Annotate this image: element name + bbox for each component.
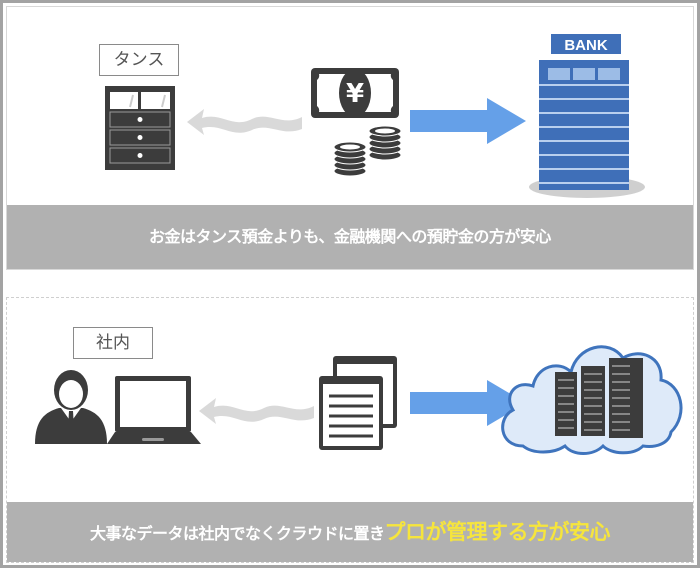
documents-icon — [319, 356, 397, 450]
svg-text:¥: ¥ — [346, 79, 364, 109]
chest-of-drawers-icon — [105, 86, 175, 170]
label-tansu: タンス — [99, 44, 179, 76]
bank-sign: BANK — [564, 37, 607, 54]
laptop-icon — [107, 376, 201, 444]
arrow-right-icon — [410, 380, 526, 426]
arrow-right-icon — [410, 98, 526, 144]
coin-stacks-icon — [333, 125, 402, 177]
wavy-arrow-left-icon — [187, 109, 302, 135]
wavy-arrow-left-icon — [199, 398, 314, 424]
label-shanai: 社内 — [73, 327, 153, 359]
bank-building-icon: BANK — [529, 34, 645, 198]
panel-data-storage: 社内 — [6, 297, 694, 563]
businessman-icon — [35, 370, 107, 444]
caption-data-storage: 大事なデータは社内でなくクラウドに置きプロが管理する方が安心 — [7, 502, 693, 562]
caption-savings: お金はタンス預金よりも、金融機関への預貯金の方が安心 — [7, 205, 693, 269]
panel-savings: タンス ¥ — [6, 6, 694, 270]
caption-highlight-text: プロが管理する方が安心 — [384, 520, 611, 544]
caption-plain-text: 大事なデータは社内でなくクラウドに置き — [89, 524, 385, 543]
yen-banknote-icon: ¥ — [311, 68, 399, 118]
cloud-servers-icon — [501, 345, 683, 455]
